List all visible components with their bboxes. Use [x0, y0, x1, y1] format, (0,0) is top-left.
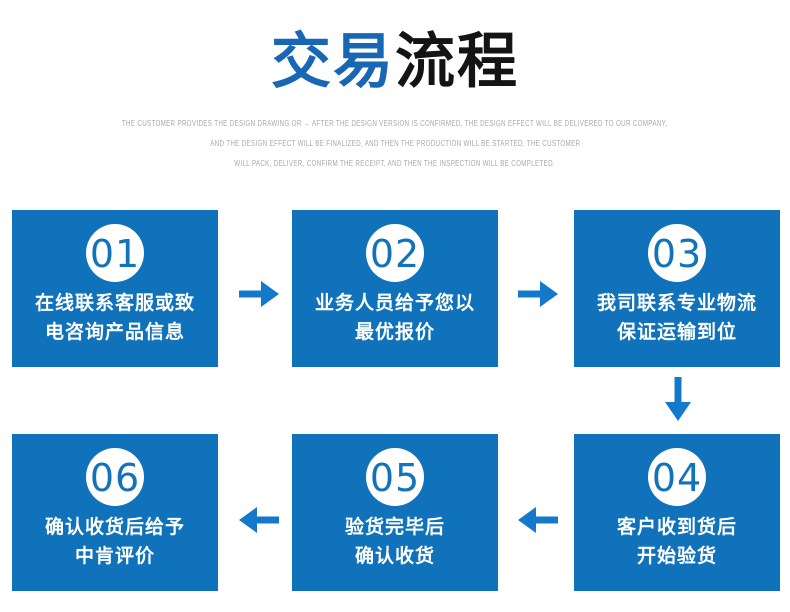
step-number-badge: 03 — [648, 224, 706, 282]
step-caption-line-1: 验货完毕后 — [344, 517, 445, 538]
step-card-04: 04 客户收到货后 开始验货 — [574, 434, 780, 591]
subtitle-text: THE CUSTOMER PROVIDES THE DESIGN DRAWING… — [0, 114, 790, 174]
step-number-badge: 05 — [366, 448, 424, 506]
step-caption: 业务人员给予您以 最优报价 — [292, 289, 498, 347]
step-card-02: 02 业务人员给予您以 最优报价 — [292, 210, 498, 367]
step-caption-line-1: 客户收到货后 — [616, 517, 737, 538]
step-number: 02 — [369, 232, 421, 276]
subtitle-line-1: THE CUSTOMER PROVIDES THE DESIGN DRAWING… — [122, 119, 668, 128]
step-number: 04 — [651, 456, 703, 500]
step-number: 01 — [89, 232, 141, 276]
step-caption-line-2: 最优报价 — [354, 322, 435, 343]
step-card-06: 06 确认收货后给予 中肯评价 — [12, 434, 218, 591]
step-caption-line-1: 业务人员给予您以 — [314, 293, 475, 314]
step-caption-line-2: 保证运输到位 — [616, 322, 737, 343]
step-card-05: 05 验货完毕后 确认收货 — [292, 434, 498, 591]
step-caption: 我司联系专业物流 保证运输到位 — [574, 289, 780, 347]
step-card-03: 03 我司联系专业物流 保证运输到位 — [574, 210, 780, 367]
subtitle-line-2: AND THE DESIGN EFFECT WILL BE FINALIZED,… — [209, 139, 581, 148]
step-caption-line-2: 电咨询产品信息 — [44, 322, 185, 343]
step-number: 06 — [89, 456, 141, 500]
step-caption: 验货完毕后 确认收货 — [292, 513, 498, 571]
step-caption: 在线联系客服或致 电咨询产品信息 — [12, 289, 218, 347]
step-caption-line-1: 在线联系客服或致 — [34, 293, 195, 314]
page-title: 交易流程 — [0, 22, 790, 102]
subtitle-line-3: WILL PACK, DELIVER, CONFIRM THE RECEIPT,… — [234, 159, 556, 168]
step-caption: 客户收到货后 开始验货 — [574, 513, 780, 571]
page-title-highlight: 交易 — [271, 28, 395, 95]
step-caption-line-2: 开始验货 — [636, 546, 717, 567]
step-number: 05 — [369, 456, 421, 500]
step-number-badge: 06 — [86, 448, 144, 506]
step-number-badge: 02 — [366, 224, 424, 282]
step-caption: 确认收货后给予 中肯评价 — [12, 513, 218, 571]
arrow-right-icon — [239, 281, 279, 307]
step-number-badge: 01 — [86, 224, 144, 282]
arrow-down-icon — [665, 377, 691, 421]
step-caption-line-2: 确认收货 — [354, 546, 435, 567]
step-number: 03 — [651, 232, 703, 276]
arrow-right-icon — [518, 281, 558, 307]
step-number-badge: 04 — [648, 448, 706, 506]
step-card-01: 01 在线联系客服或致 电咨询产品信息 — [12, 210, 218, 367]
step-caption-line-1: 我司联系专业物流 — [596, 293, 757, 314]
step-caption-line-1: 确认收货后给予 — [44, 517, 185, 538]
page-title-rest: 流程 — [395, 28, 519, 95]
arrow-left-icon — [239, 507, 279, 533]
arrow-left-icon — [518, 507, 558, 533]
step-caption-line-2: 中肯评价 — [74, 546, 155, 567]
